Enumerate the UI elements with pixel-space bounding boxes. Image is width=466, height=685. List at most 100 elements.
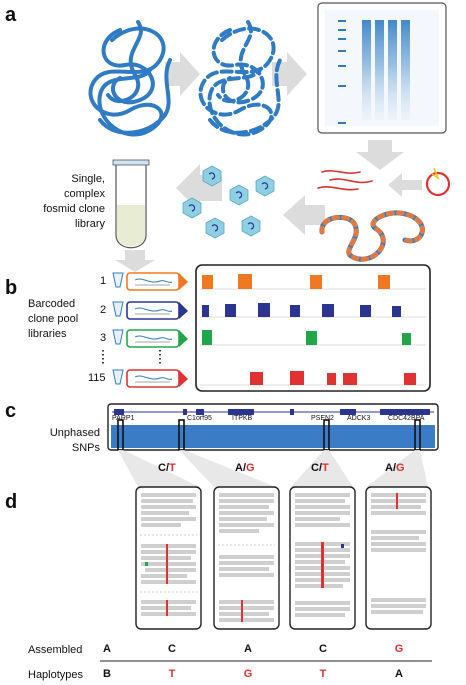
library-label-line-3: fosmid clone — [43, 203, 105, 215]
haplotype-allele-3: G — [243, 668, 253, 680]
read-boxes — [135, 486, 432, 630]
arrow-a3 — [356, 140, 404, 170]
panel-letter-d: d — [5, 491, 18, 513]
phage-6 — [241, 215, 261, 237]
zoom-fan-1 — [118, 450, 200, 487]
read-box-3 — [289, 486, 356, 630]
snp-track-fill — [111, 425, 435, 448]
pool-index-115: 115 — [88, 372, 106, 384]
read-box-2 — [213, 486, 280, 630]
gene-label-6: CDC42BPA — [388, 415, 425, 422]
gene-label-4: PSEN2 — [311, 415, 334, 422]
zoom-fan-3 — [291, 450, 353, 487]
arrow-a6 — [388, 173, 422, 197]
arrow-a4 — [283, 195, 325, 235]
snp-allele-3: C/T — [311, 462, 329, 474]
library-label-line-1: Single, — [71, 173, 105, 185]
coverage-row-3 — [202, 330, 411, 345]
pool-index-1: 1 — [100, 275, 107, 287]
gel-image — [317, 2, 447, 134]
gel-ladder — [338, 20, 346, 124]
assembled-allele-4: C — [319, 643, 327, 655]
gene-label-2: C1orf95 — [187, 415, 212, 422]
gel-lane-3 — [388, 20, 397, 120]
coverage-row-2 — [202, 303, 401, 317]
phage-3 — [229, 184, 249, 206]
snp-ref-3: C — [311, 462, 319, 474]
snp-alt-2: G — [246, 462, 255, 474]
arrow-a1 — [165, 52, 200, 96]
snp-sep-3: / — [318, 462, 323, 474]
sheared-dna — [198, 20, 282, 137]
gene-label-5: ADCK3 — [347, 415, 371, 422]
intact-dna — [88, 20, 172, 137]
snp-track — [107, 403, 439, 451]
phage-particles — [182, 165, 275, 239]
coverage-row-1 — [202, 274, 390, 289]
pool-row-3 — [112, 329, 188, 348]
panel-letter-a: a — [5, 4, 17, 26]
coverage-panel — [195, 264, 431, 392]
gene-label-1: PARP1 — [112, 415, 135, 422]
pool-tubes — [102, 272, 188, 388]
library-label-line-4: library — [75, 218, 105, 230]
snp-sep-4: / — [392, 462, 397, 474]
haplotype-allele-1: B — [103, 668, 111, 680]
haplotypes-label: Haplotypes — [28, 669, 84, 681]
ligated-fosmids — [319, 210, 425, 262]
fosmid-vector — [425, 167, 451, 197]
haplotype-allele-5: A — [395, 668, 403, 680]
read-box-1 — [135, 486, 202, 630]
library-label-line-2: complex — [64, 188, 105, 200]
test-tube — [112, 159, 150, 249]
snp-alt-1: T — [169, 462, 176, 474]
snp-allele-4: A/G — [385, 462, 405, 474]
haplotype-allele-2: T — [168, 668, 176, 680]
zoom-fans — [118, 450, 428, 487]
snp-alt-4: G — [396, 462, 405, 474]
pool-row-1 — [112, 272, 188, 291]
haplotype-allele-4: T — [319, 668, 327, 680]
pool-row-115 — [112, 369, 188, 388]
snp-allele-1: C/T — [158, 462, 176, 474]
pool-label: Barcoded clone pool libraries — [28, 297, 78, 342]
pool-label-line-2: clone pool — [28, 313, 79, 325]
phage-5 — [205, 217, 225, 239]
dna-fragments — [317, 170, 373, 191]
snp-allele-2: A/G — [235, 462, 255, 474]
read-box-4 — [365, 486, 432, 630]
zoom-fan-2 — [179, 450, 276, 487]
pool-row-2 — [112, 301, 188, 320]
pool-label-line-1: Barcoded — [28, 298, 76, 310]
gene-label-3: ITPKB — [232, 415, 253, 422]
assembled-allele-2: C — [168, 643, 176, 655]
snp-label-line-1: Unphased — [49, 427, 100, 439]
gel-lane-2 — [375, 20, 384, 120]
pool-label-line-3: libraries — [28, 328, 67, 340]
snp-sep-1: / — [165, 462, 170, 474]
snp-sep-2: / — [242, 462, 247, 474]
pool-index-2: 2 — [100, 304, 107, 316]
snp-ref-4: A — [385, 462, 393, 474]
phage-2 — [255, 175, 275, 197]
pool-index-3: 3 — [100, 332, 107, 344]
panel-letter-c: c — [5, 400, 17, 422]
gel-lane-1 — [362, 20, 371, 120]
snp-ref-2: A — [235, 462, 243, 474]
assembled-allele-3: A — [244, 643, 252, 655]
assembled-allele-5: G — [394, 643, 404, 655]
library-label: Single, complex fosmid clone library — [43, 172, 105, 232]
snp-alt-3: T — [322, 462, 329, 474]
gel-lane-4 — [401, 20, 410, 120]
assembled-allele-1: A — [103, 643, 111, 655]
assembled-label: Assembled — [28, 644, 83, 656]
snp-ref-1: C — [158, 462, 166, 474]
snp-label: Unphased SNPs — [50, 426, 100, 456]
phage-1 — [202, 165, 222, 187]
panel-letter-b: b — [5, 277, 18, 299]
snp-label-line-2: SNPs — [71, 442, 100, 454]
arrow-a7 — [115, 250, 155, 272]
coverage-row-115 — [250, 371, 416, 385]
zoom-fan-4 — [366, 450, 428, 487]
